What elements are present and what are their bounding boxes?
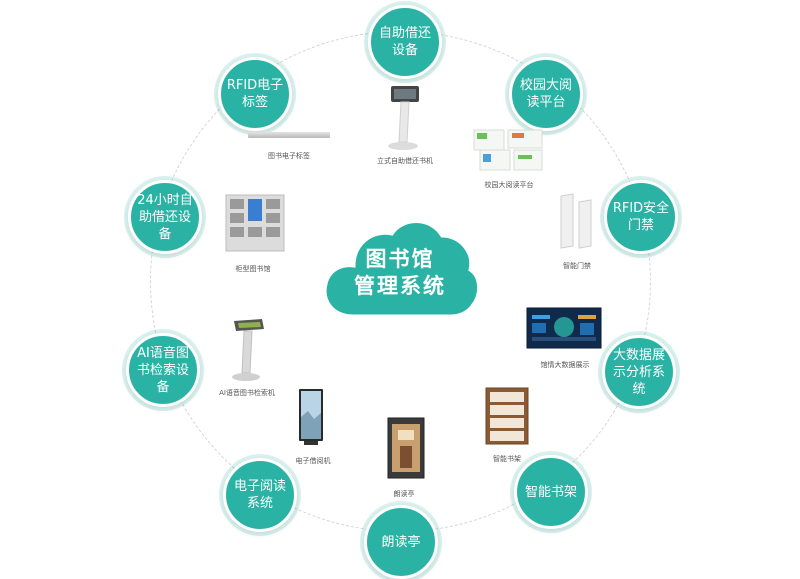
node-self-service: 自助借还设备	[368, 5, 442, 79]
big-data-screen-icon	[526, 307, 602, 349]
center-title-line2: 管理系统	[354, 274, 446, 298]
node-label: 朗读亭	[381, 534, 421, 550]
node-reading-booth: 朗读亭	[364, 505, 438, 579]
node-label: 电子阅读系统	[233, 479, 286, 511]
e-reader-screen-icon	[299, 389, 323, 445]
device-label-e-reader: 电子借阅机	[295, 457, 331, 465]
device-label-kiosk: 立式自助借还书机	[377, 157, 433, 165]
device-label-gate: 智能门禁	[563, 262, 591, 270]
device-label-shelf: 智能书架	[493, 455, 521, 463]
node-label: 24小时自助借还设备	[137, 192, 193, 242]
node-label: 校园大阅读平台	[519, 78, 572, 110]
center-title-line1: 图书馆	[365, 247, 435, 271]
security-gate-icon	[560, 193, 592, 249]
node-reading-platform: 校园大阅读平台	[509, 57, 583, 131]
device-label-cabinet: 柜型图书馆	[235, 265, 271, 273]
device-label-platform: 校园大阅读平台	[484, 181, 534, 189]
reading-booth-icon	[387, 417, 425, 479]
reading-platform-screens-icon	[473, 129, 543, 171]
center-title: 图书馆 管理系统	[318, 246, 482, 300]
device-label-ai-kiosk: AI语音图书检索机	[219, 389, 275, 397]
node-label: 大数据展示分析系统	[612, 347, 665, 397]
ai-voice-kiosk-icon	[232, 319, 264, 381]
node-label: AI语音图书检索设备	[136, 345, 189, 395]
node-label: 自助借还设备	[378, 26, 431, 58]
node-24h: 24小时自助借还设备	[128, 180, 202, 254]
node-rfid-gate: RFID安全门禁	[604, 180, 678, 254]
node-label: RFID安全门禁	[612, 201, 670, 233]
device-label-bigscreen: 馆情大数据展示	[540, 361, 590, 369]
rfid-tag-strip-icon	[248, 132, 330, 138]
node-big-data: 大数据展示分析系统	[602, 335, 676, 409]
node-e-reader: 电子阅读系统	[223, 458, 297, 532]
smart-shelf-icon	[485, 387, 529, 445]
node-smart-shelf: 智能书架	[514, 455, 588, 529]
center-cloud: 图书馆 管理系统	[318, 212, 482, 324]
self-service-kiosk-icon	[388, 86, 419, 150]
node-rfid-tag: RFID电子标签	[218, 57, 292, 131]
node-label: RFID电子标签	[226, 78, 284, 110]
cabinet-library-icon	[225, 194, 285, 252]
node-label: 智能书架	[524, 484, 577, 500]
device-label-tag: 图书电子标签	[268, 152, 310, 160]
cloud-shape-icon	[323, 220, 480, 318]
node-ai-voice: AI语音图书检索设备	[126, 333, 200, 407]
device-label-booth: 朗读亭	[393, 490, 415, 498]
